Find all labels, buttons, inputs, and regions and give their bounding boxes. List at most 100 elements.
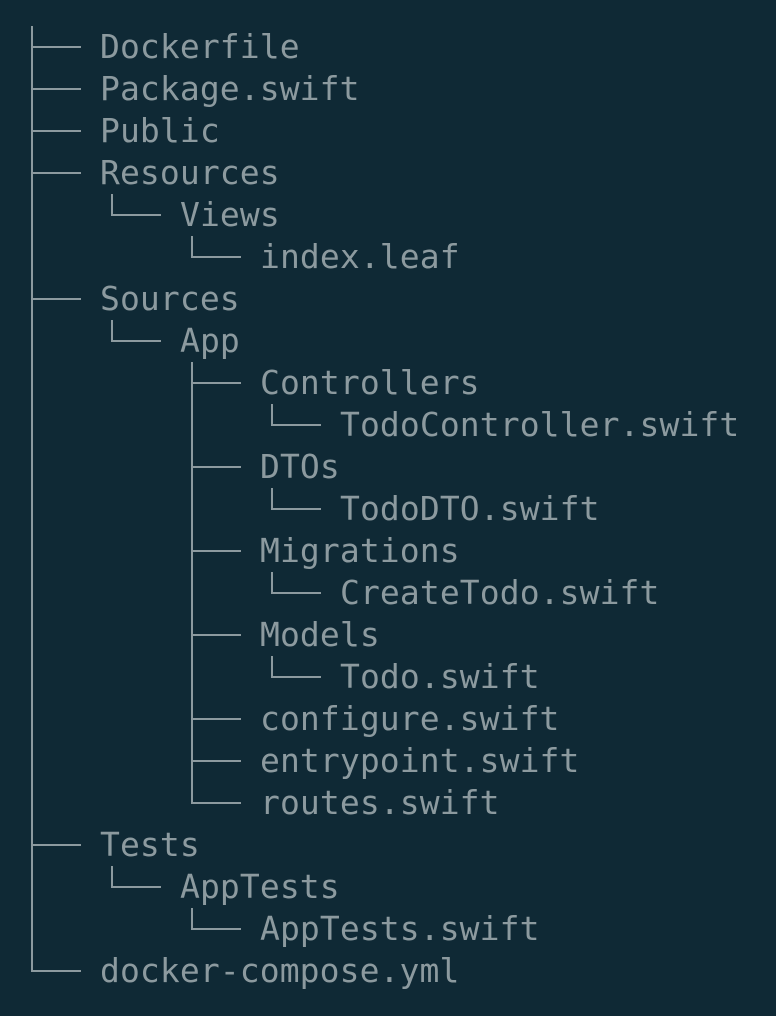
tree-branch-connector <box>20 824 100 866</box>
vertical-line <box>31 656 33 698</box>
vertical-line <box>111 194 113 216</box>
tree-corner-connector <box>180 782 260 824</box>
vertical-line <box>31 362 33 404</box>
vertical-line <box>31 950 33 972</box>
tree-guide-line <box>180 572 260 614</box>
vertical-line <box>191 404 193 446</box>
horizontal-line <box>31 844 81 846</box>
tree-guide-line <box>20 782 100 824</box>
tree-guide-line <box>20 908 100 950</box>
vertical-line <box>191 782 193 804</box>
tree-guide-line <box>20 236 100 278</box>
tree-item-name: routes.swift <box>260 783 500 822</box>
tree-corner-connector <box>260 572 340 614</box>
tree-item-name: Controllers <box>260 363 480 402</box>
tree-item-name: Views <box>180 195 280 234</box>
tree-corner-connector <box>260 656 340 698</box>
horizontal-line <box>271 424 321 426</box>
tree-branch-connector <box>180 614 260 656</box>
vertical-line <box>31 236 33 278</box>
tree-item-name: Todo.swift <box>340 657 540 696</box>
tree-branch-connector <box>180 530 260 572</box>
tree-corner-connector <box>20 950 100 992</box>
horizontal-line <box>191 928 241 930</box>
tree-item-name: CreateTodo.swift <box>340 573 660 612</box>
tree-item-name: Package.swift <box>100 69 360 108</box>
horizontal-line <box>191 634 241 636</box>
vertical-line <box>31 320 33 362</box>
horizontal-line <box>191 760 241 762</box>
horizontal-line <box>191 466 241 468</box>
vertical-line <box>191 572 193 614</box>
tree-guide-line <box>20 614 100 656</box>
vertical-line <box>31 908 33 950</box>
vertical-line <box>31 194 33 236</box>
vertical-line <box>111 320 113 342</box>
tree-corner-connector <box>180 908 260 950</box>
tree-corner-connector <box>260 404 340 446</box>
horizontal-line <box>191 382 241 384</box>
tree-corner-connector <box>100 194 180 236</box>
horizontal-line <box>111 886 161 888</box>
tree-guide-line <box>20 698 100 740</box>
tree-item-name: Dockerfile <box>100 27 300 66</box>
tree-guide-line <box>20 530 100 572</box>
horizontal-line <box>271 592 321 594</box>
tree-guide-line <box>20 866 100 908</box>
tree-branch-connector <box>20 278 100 320</box>
horizontal-line <box>31 298 81 300</box>
vertical-line <box>191 488 193 530</box>
tree-branch-connector <box>20 26 100 68</box>
tree-branch-connector <box>180 446 260 488</box>
vertical-line <box>31 404 33 446</box>
tree-corner-connector <box>100 320 180 362</box>
horizontal-line <box>31 970 81 972</box>
tree-guide-line <box>20 194 100 236</box>
tree-guide-line <box>180 404 260 446</box>
tree-item-name: entrypoint.swift <box>260 741 580 780</box>
tree-item-name: Tests <box>100 825 200 864</box>
tree-guide-line <box>20 320 100 362</box>
tree-guide-line <box>20 446 100 488</box>
horizontal-line <box>31 88 81 90</box>
horizontal-line <box>271 508 321 510</box>
horizontal-line <box>31 46 81 48</box>
tree-guide-line <box>20 404 100 446</box>
tree-corner-connector <box>100 866 180 908</box>
vertical-line <box>191 908 193 930</box>
vertical-line <box>31 740 33 782</box>
tree-item-name: Models <box>260 615 380 654</box>
tree-guide-line <box>180 656 260 698</box>
vertical-line <box>271 572 273 594</box>
tree-guide-line <box>20 488 100 530</box>
tree-branch-connector <box>180 698 260 740</box>
tree-item-name: AppTests <box>180 867 340 906</box>
vertical-line <box>31 866 33 908</box>
vertical-line <box>271 656 273 678</box>
vertical-line <box>31 572 33 614</box>
tree-item-name: Public <box>100 111 220 150</box>
vertical-line <box>191 236 193 258</box>
tree-guide-line <box>20 740 100 782</box>
tree-branch-connector <box>20 110 100 152</box>
tree-guide-line <box>20 656 100 698</box>
horizontal-line <box>111 214 161 216</box>
horizontal-line <box>191 256 241 258</box>
tree-item-name: TodoController.swift <box>340 405 740 444</box>
vertical-line <box>31 614 33 656</box>
horizontal-line <box>271 676 321 678</box>
horizontal-line <box>31 172 81 174</box>
tree-branch-connector <box>180 740 260 782</box>
tree-item-name: AppTests.swift <box>260 909 540 948</box>
tree-item-name: index.leaf <box>260 237 460 276</box>
vertical-line <box>31 782 33 824</box>
tree-guide-line <box>180 488 260 530</box>
horizontal-line <box>191 802 241 804</box>
tree-item-name: TodoDTO.swift <box>340 489 600 528</box>
horizontal-line <box>31 130 81 132</box>
vertical-line <box>31 446 33 488</box>
tree-item-name: Migrations <box>260 531 460 570</box>
tree-item-name: Resources <box>100 153 280 192</box>
tree-guide-line <box>20 362 100 404</box>
vertical-line <box>111 866 113 888</box>
